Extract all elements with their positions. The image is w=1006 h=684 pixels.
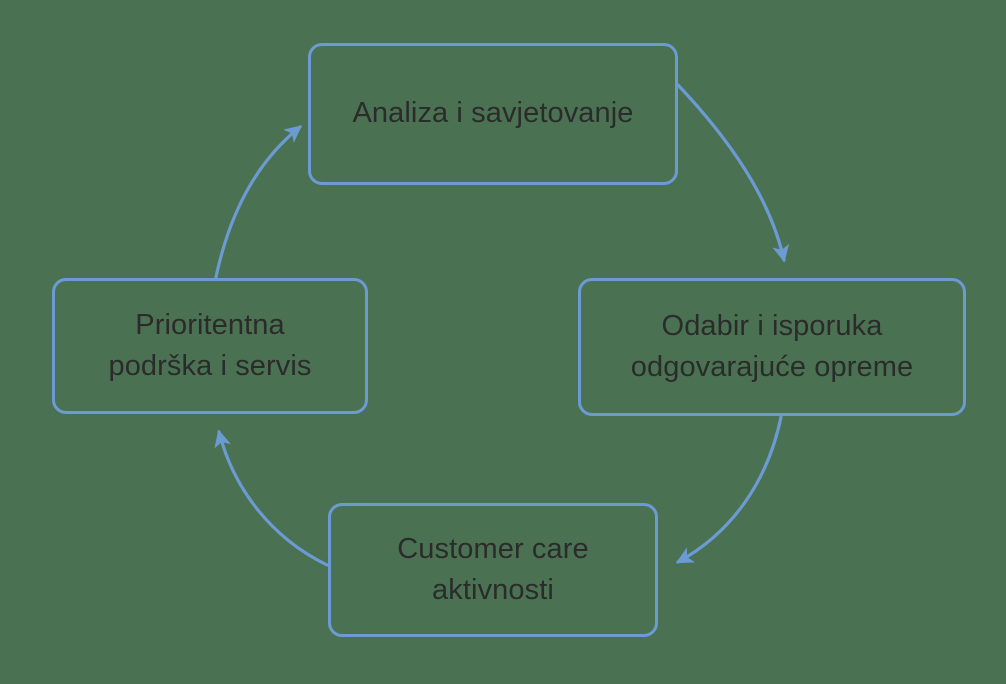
cycle-node-prioritentna-podrska[interactable]: Prioritentna podrška i servis <box>52 278 368 414</box>
cycle-node-analiza-i-savjetovanje[interactable]: Analiza i savjetovanje <box>308 43 678 185</box>
arrow-right-to-bottom <box>675 415 783 564</box>
arrow-bottom-to-left <box>214 429 329 567</box>
cycle-node-customer-care[interactable]: Customer care aktivnosti <box>328 503 658 637</box>
arrow-left-to-top <box>214 125 302 279</box>
arrow-top-to-right <box>676 83 790 263</box>
cycle-node-odabir-i-isporuka[interactable]: Odabir i isporuka odgovarajuće opreme <box>578 278 966 416</box>
